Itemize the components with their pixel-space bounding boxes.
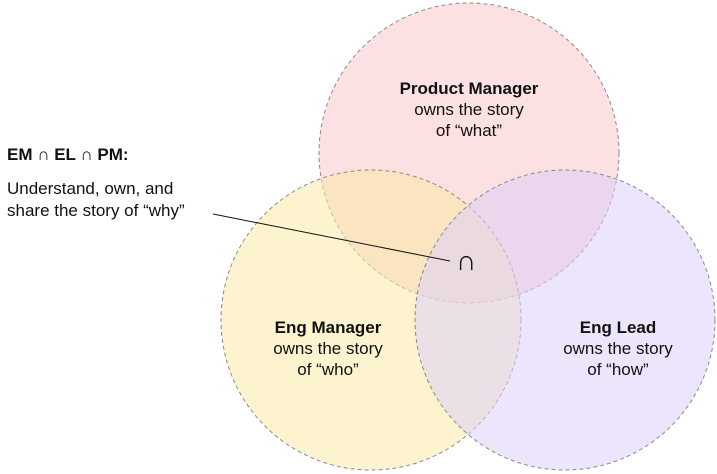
callout-leader-line xyxy=(212,213,451,262)
eng-lead-title: Eng Lead xyxy=(579,318,657,337)
product-manager-label: Product Manager owns the story of “what” xyxy=(370,78,568,141)
product-manager-line1: owns the story xyxy=(414,100,524,119)
intersection-symbol: ∩ xyxy=(455,245,477,276)
intersection-title: EM ∩ EL ∩ PM: xyxy=(7,145,129,164)
intersection-description: Understand, own, and share the story of … xyxy=(7,178,185,222)
eng-manager-line1: owns the story xyxy=(273,339,383,358)
intersection-line2: share the story of “why” xyxy=(7,201,185,220)
product-manager-title: Product Manager xyxy=(399,79,539,98)
eng-lead-line1: owns the story xyxy=(563,339,673,358)
eng-manager-line2: of “who” xyxy=(297,360,359,379)
eng-manager-label: Eng Manager owns the story of “who” xyxy=(225,317,431,380)
eng-lead-label: Eng Lead owns the story of “how” xyxy=(520,317,716,380)
eng-lead-line2: of “how” xyxy=(587,360,649,379)
intersection-line1: Understand, own, and xyxy=(7,179,174,198)
eng-lead-circle xyxy=(414,169,716,471)
eng-manager-title: Eng Manager xyxy=(274,318,382,337)
product-manager-line2: of “what” xyxy=(435,121,503,140)
